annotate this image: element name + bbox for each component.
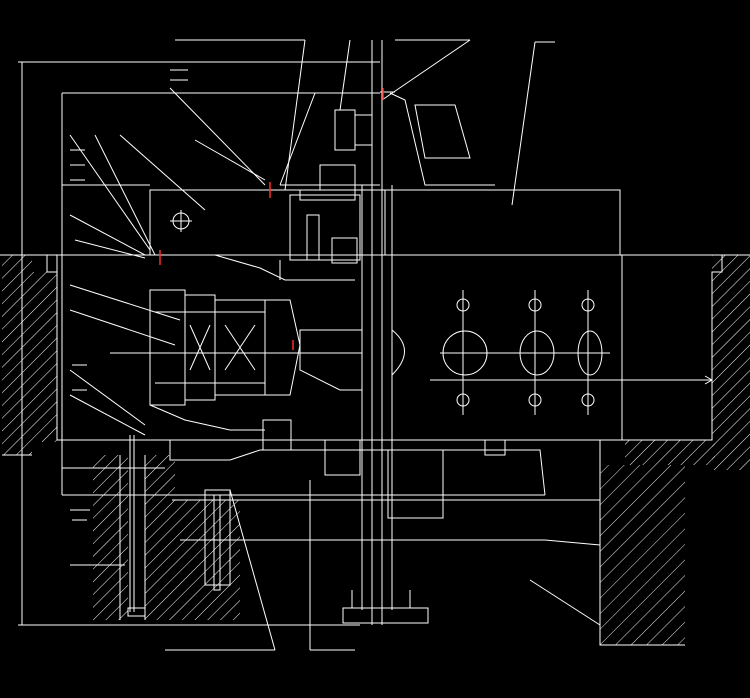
label-ticks (70, 69, 188, 521)
lower-base (119, 419, 601, 626)
dimension-lines-left (18, 61, 380, 626)
ground-hatch-right (599, 254, 750, 646)
housing-holes (430, 290, 713, 415)
rotor-assembly (110, 289, 405, 431)
upper-bearing-assembly (165, 109, 380, 281)
feed-hopper (279, 91, 495, 186)
upper-housing-right (384, 189, 621, 256)
central-shaft (342, 40, 429, 625)
ground-hatch-left (2, 254, 240, 620)
red-markers (159, 88, 384, 350)
leader-lines (69, 39, 555, 651)
